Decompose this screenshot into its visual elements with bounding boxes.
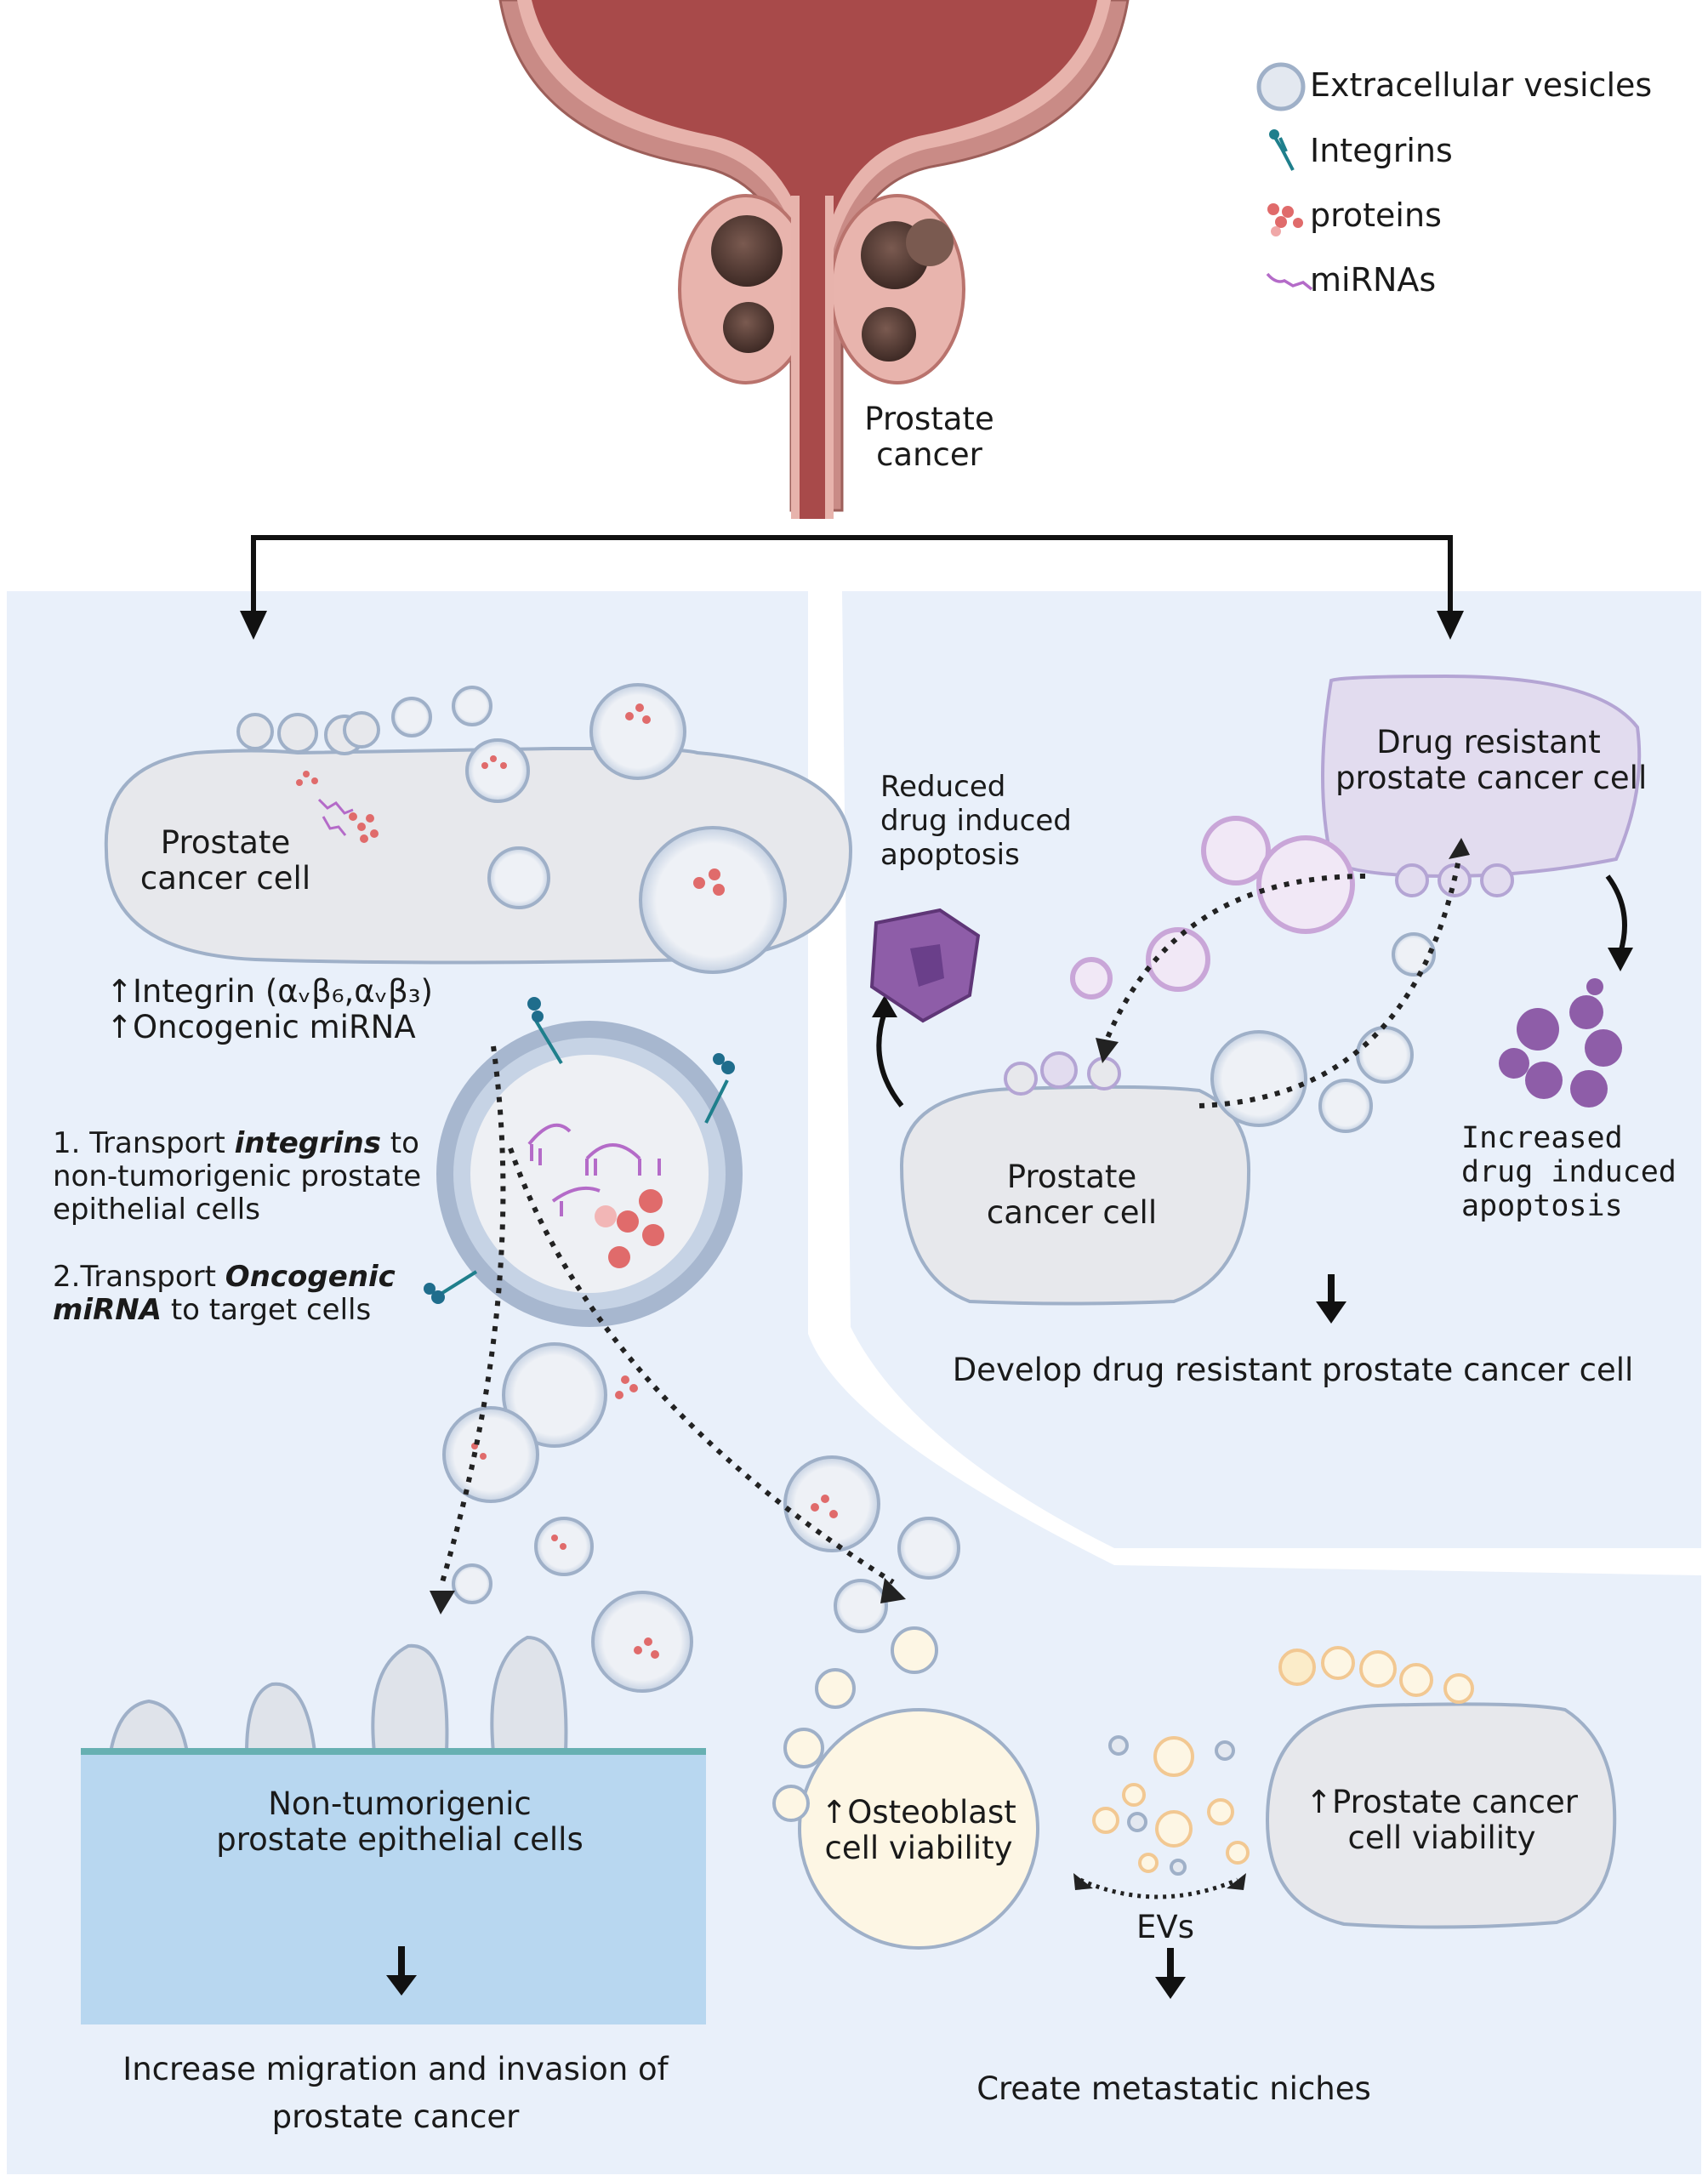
pc-viability-label: ↑Prostate cancer cell viability (1284, 1785, 1599, 1856)
prostate-cancer-cell-right (899, 1051, 1251, 1306)
prostate-cancer-cell-bottom (1265, 1646, 1617, 1929)
proteins-icon (1267, 203, 1303, 236)
split-arrow (251, 535, 1453, 612)
bladder-prostate-illustration (498, 0, 1130, 519)
arrowhead-right (1437, 611, 1464, 640)
epithelium-line2: prostate epithelial cells (216, 1821, 584, 1858)
right-cell-label: Prostate cancer cell (970, 1159, 1174, 1231)
left-cell-label: Prostate cancer cell (136, 825, 315, 897)
upregulation-line1: ↑Integrin (αᵥβ₆,αᵥβ₃) (106, 973, 433, 1010)
reduced-line1: Reduced (880, 770, 1006, 804)
extracellular-vesicle-icon (1256, 62, 1306, 111)
transport-path-arrows (440, 1045, 895, 1585)
integrin-icon (1269, 129, 1295, 171)
prostate-cancer-line1: Prostate (864, 401, 994, 437)
central-large-vesicle (424, 997, 743, 1327)
prostate-cancer-line2: cancer (876, 436, 982, 473)
down-arrow-right (1316, 1274, 1346, 1324)
legend-icons (1256, 62, 1313, 291)
transport-step-1: 1. Transport integrins to non-tumorigeni… (53, 1127, 421, 1227)
drug-resistant-cell (1321, 674, 1642, 897)
increased-line1: Increased (1461, 1121, 1623, 1155)
legend-mirnas: miRNAs (1310, 261, 1437, 299)
curved-arrow-reduced (876, 1011, 904, 1108)
increased-line3: apoptosis (1461, 1189, 1623, 1223)
ev-exchange-cloud (1092, 1735, 1250, 1876)
right-cell-line2: cancer cell (986, 1194, 1158, 1231)
pc-viability-line2: cell viability (1347, 1819, 1536, 1856)
reduced-line3: apoptosis (880, 838, 1020, 872)
tumor-mass (711, 215, 783, 287)
bottom-right-outcome: Create metastatic niches (976, 2070, 1371, 2107)
right-outcome: Develop drug resistant prostate cancer c… (952, 1352, 1634, 1388)
osteoblast-label: ↑Osteoblast cell viability (800, 1795, 1038, 1866)
pc-viability-line1: ↑Prostate cancer (1306, 1784, 1578, 1820)
apoptotic-fragments (1499, 978, 1622, 1108)
transport-step-2: 2.Transport Oncogenic miRNA to target ce… (53, 1261, 396, 1327)
osteoblast-line2: cell viability (824, 1830, 1013, 1866)
epithelium-line1: Non-tumorigenic (268, 1785, 532, 1822)
reduced-apoptosis-label: Reduced drug induced apoptosis (880, 770, 1072, 872)
legend-integrins: Integrins (1310, 132, 1453, 169)
dotted-exchange-arrows (1103, 858, 1461, 1108)
vesicle-cargo (471, 703, 838, 1659)
upregulation-line2: ↑Oncogenic miRNA (106, 1009, 416, 1045)
mirna-icon (1266, 272, 1313, 291)
blue-vesicles-right (1210, 932, 1436, 1133)
osteoblast-cell (772, 1626, 1039, 1950)
down-arrow-evs (1155, 1948, 1186, 1999)
left-outcome-line2: prostate cancer (271, 2098, 520, 2135)
left-outcome-line1: Increase migration and invasion of (122, 2051, 669, 2087)
step1-line3: epithelial cells (53, 1193, 260, 1227)
increased-apoptosis-label: Increased drug induced apoptosis (1461, 1121, 1677, 1223)
drug-resistant-line2: prostate cancer cell (1335, 760, 1648, 796)
step1-prefix: 1. Transport (53, 1126, 235, 1160)
evs-label: EVs (1136, 1909, 1194, 1945)
step1-line2: non-tumorigenic prostate (53, 1159, 422, 1193)
prostate-cancer-label: Prostate cancer (851, 401, 1008, 473)
osteoblast-line1: ↑Osteoblast (821, 1794, 1016, 1831)
ev-exchange-arrow (1079, 1877, 1238, 1899)
step2-prefix: 2.Transport (53, 1260, 225, 1294)
upregulation-text: ↑Integrin (αᵥβ₆,αᵥβ₃) ↑Oncogenic miRNA (106, 974, 433, 1045)
legend-proteins: proteins (1310, 196, 1442, 234)
epithelium-label: Non-tumorigenic prostate epithelial cell… (170, 1786, 629, 1858)
drug-resistant-line1: Drug resistant (1376, 724, 1601, 760)
step2-bold1: Oncogenic (225, 1260, 396, 1294)
down-arrow-left (386, 1946, 417, 1996)
right-cell-line1: Prostate (1006, 1159, 1137, 1195)
left-cell-label-line1: Prostate (160, 824, 291, 861)
left-cell-label-line2: cancer cell (139, 860, 311, 897)
step2-suffix: to target cells (162, 1293, 372, 1327)
reduced-line2: drug induced (880, 804, 1072, 838)
drug-resistant-label: Drug resistant prostate cancer cell (1335, 724, 1648, 796)
increased-line2: drug induced (1461, 1155, 1677, 1189)
arrowhead-left (240, 611, 267, 640)
left-outcome: Increase migration and invasion of prost… (85, 2046, 706, 2141)
purple-vesicles (1070, 816, 1355, 999)
curved-arrow-increased (1605, 874, 1627, 954)
step1-suffix: to (380, 1126, 419, 1160)
step2-bold2: miRNA (53, 1293, 162, 1327)
legend-extracellular-vesicles: Extracellular vesicles (1310, 66, 1653, 104)
step1-bold: integrins (234, 1126, 381, 1160)
